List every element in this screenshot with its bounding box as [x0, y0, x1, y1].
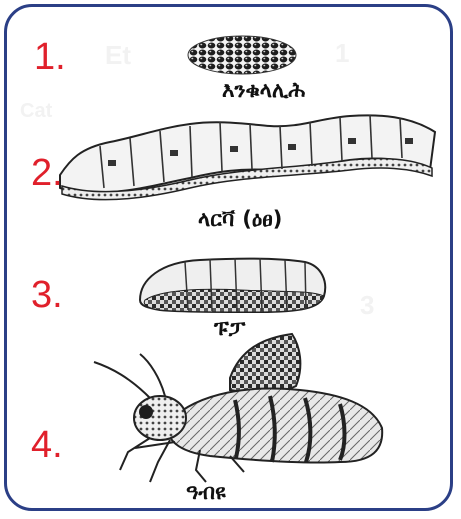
- pupa-illustration: [140, 258, 325, 312]
- stage-number: 4.: [31, 426, 63, 464]
- stage-number: 1.: [34, 38, 66, 76]
- stage-label-egg: እንቁላሊሕ: [222, 78, 305, 103]
- stage-number: 3.: [31, 276, 63, 314]
- stage-number: 2.: [31, 154, 63, 192]
- stage-label-adult: ዓብዩ: [186, 480, 226, 505]
- larva-illustration: [60, 115, 435, 200]
- stage-label-larva: ላርቫ (ዕፀ): [198, 207, 282, 232]
- stage-label-pupa: ፑፓ: [214, 316, 245, 341]
- egg-cluster-illustration: [188, 36, 296, 74]
- adult-moth-illustration: [94, 334, 382, 482]
